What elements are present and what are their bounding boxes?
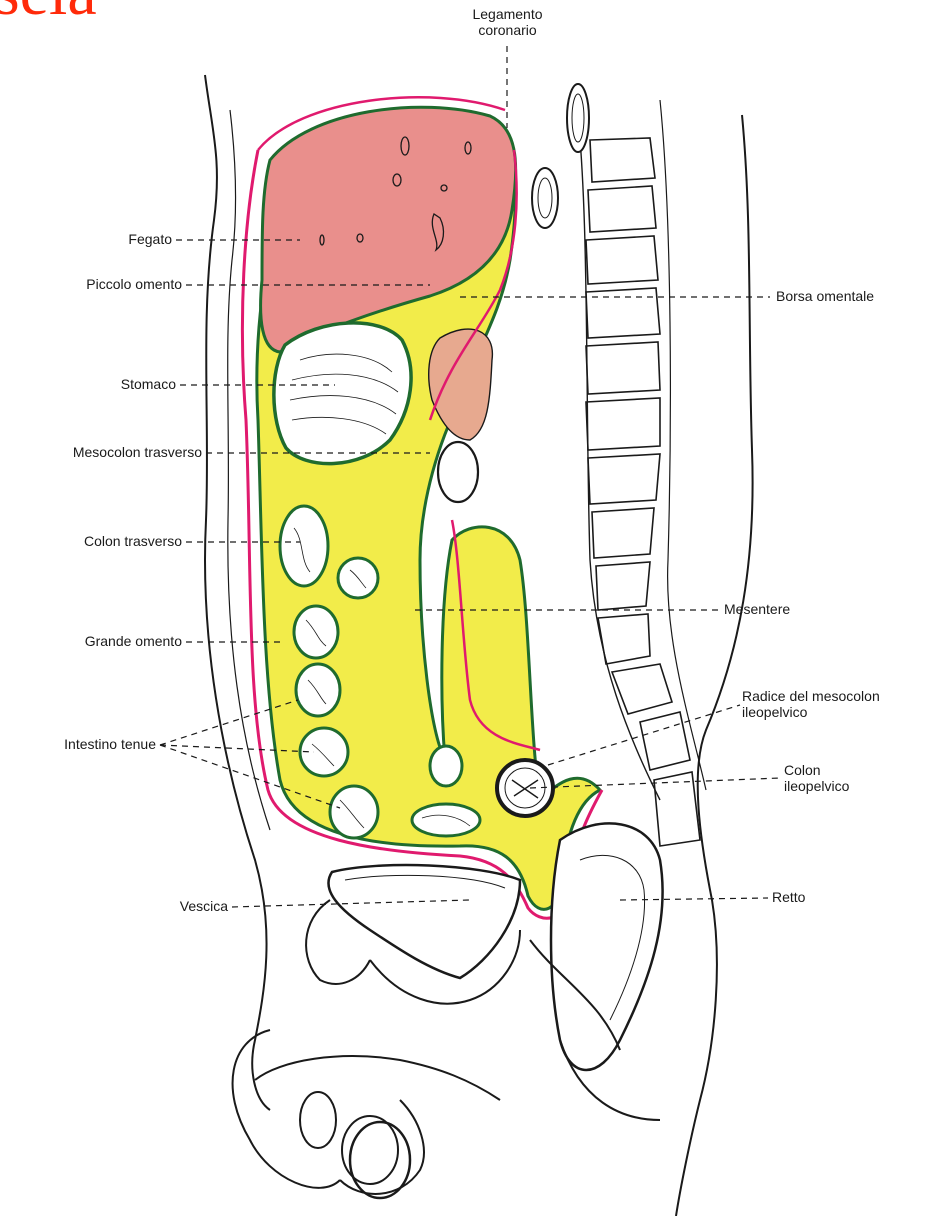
label-grande-omento: Grande omento (30, 633, 182, 649)
label-colon-ileo-line2: ileopelvico (784, 778, 849, 794)
label-mesocolon-trasverso: Mesocolon trasverso (4, 444, 202, 460)
body-outline-front (205, 75, 270, 1110)
label-colon-trasverso: Colon trasverso (30, 533, 182, 549)
label-radice-line1: Radice del mesocolon (742, 688, 880, 704)
label-intestino-tenue: Intestino tenue (10, 736, 156, 752)
spine (586, 138, 700, 846)
aorta (438, 442, 478, 502)
label-radice-line2: ileopelvico (742, 704, 880, 720)
rectum (551, 823, 663, 1070)
label-legamento-line1: Legamento (455, 6, 560, 22)
label-mesentere: Mesentere (724, 601, 790, 617)
label-colon-ileo-line1: Colon (784, 762, 849, 778)
label-borsa-omentale: Borsa omentale (776, 288, 874, 304)
label-vescica: Vescica (120, 898, 228, 914)
label-legamento-line2: coronario (455, 22, 560, 38)
label-fegato: Fegato (100, 231, 172, 247)
label-piccolo-omento: Piccolo omento (20, 276, 182, 292)
label-radice-mesocolon: Radice del mesocolon ileopelvico (742, 688, 880, 720)
label-retto: Retto (772, 889, 805, 905)
label-stomaco: Stomaco (80, 376, 176, 392)
label-colon-ileopelvico: Colon ileopelvico (784, 762, 849, 794)
bladder (328, 865, 520, 978)
body-outline-back (676, 115, 753, 1216)
label-legamento-coronario: Legamento coronario (455, 6, 560, 38)
